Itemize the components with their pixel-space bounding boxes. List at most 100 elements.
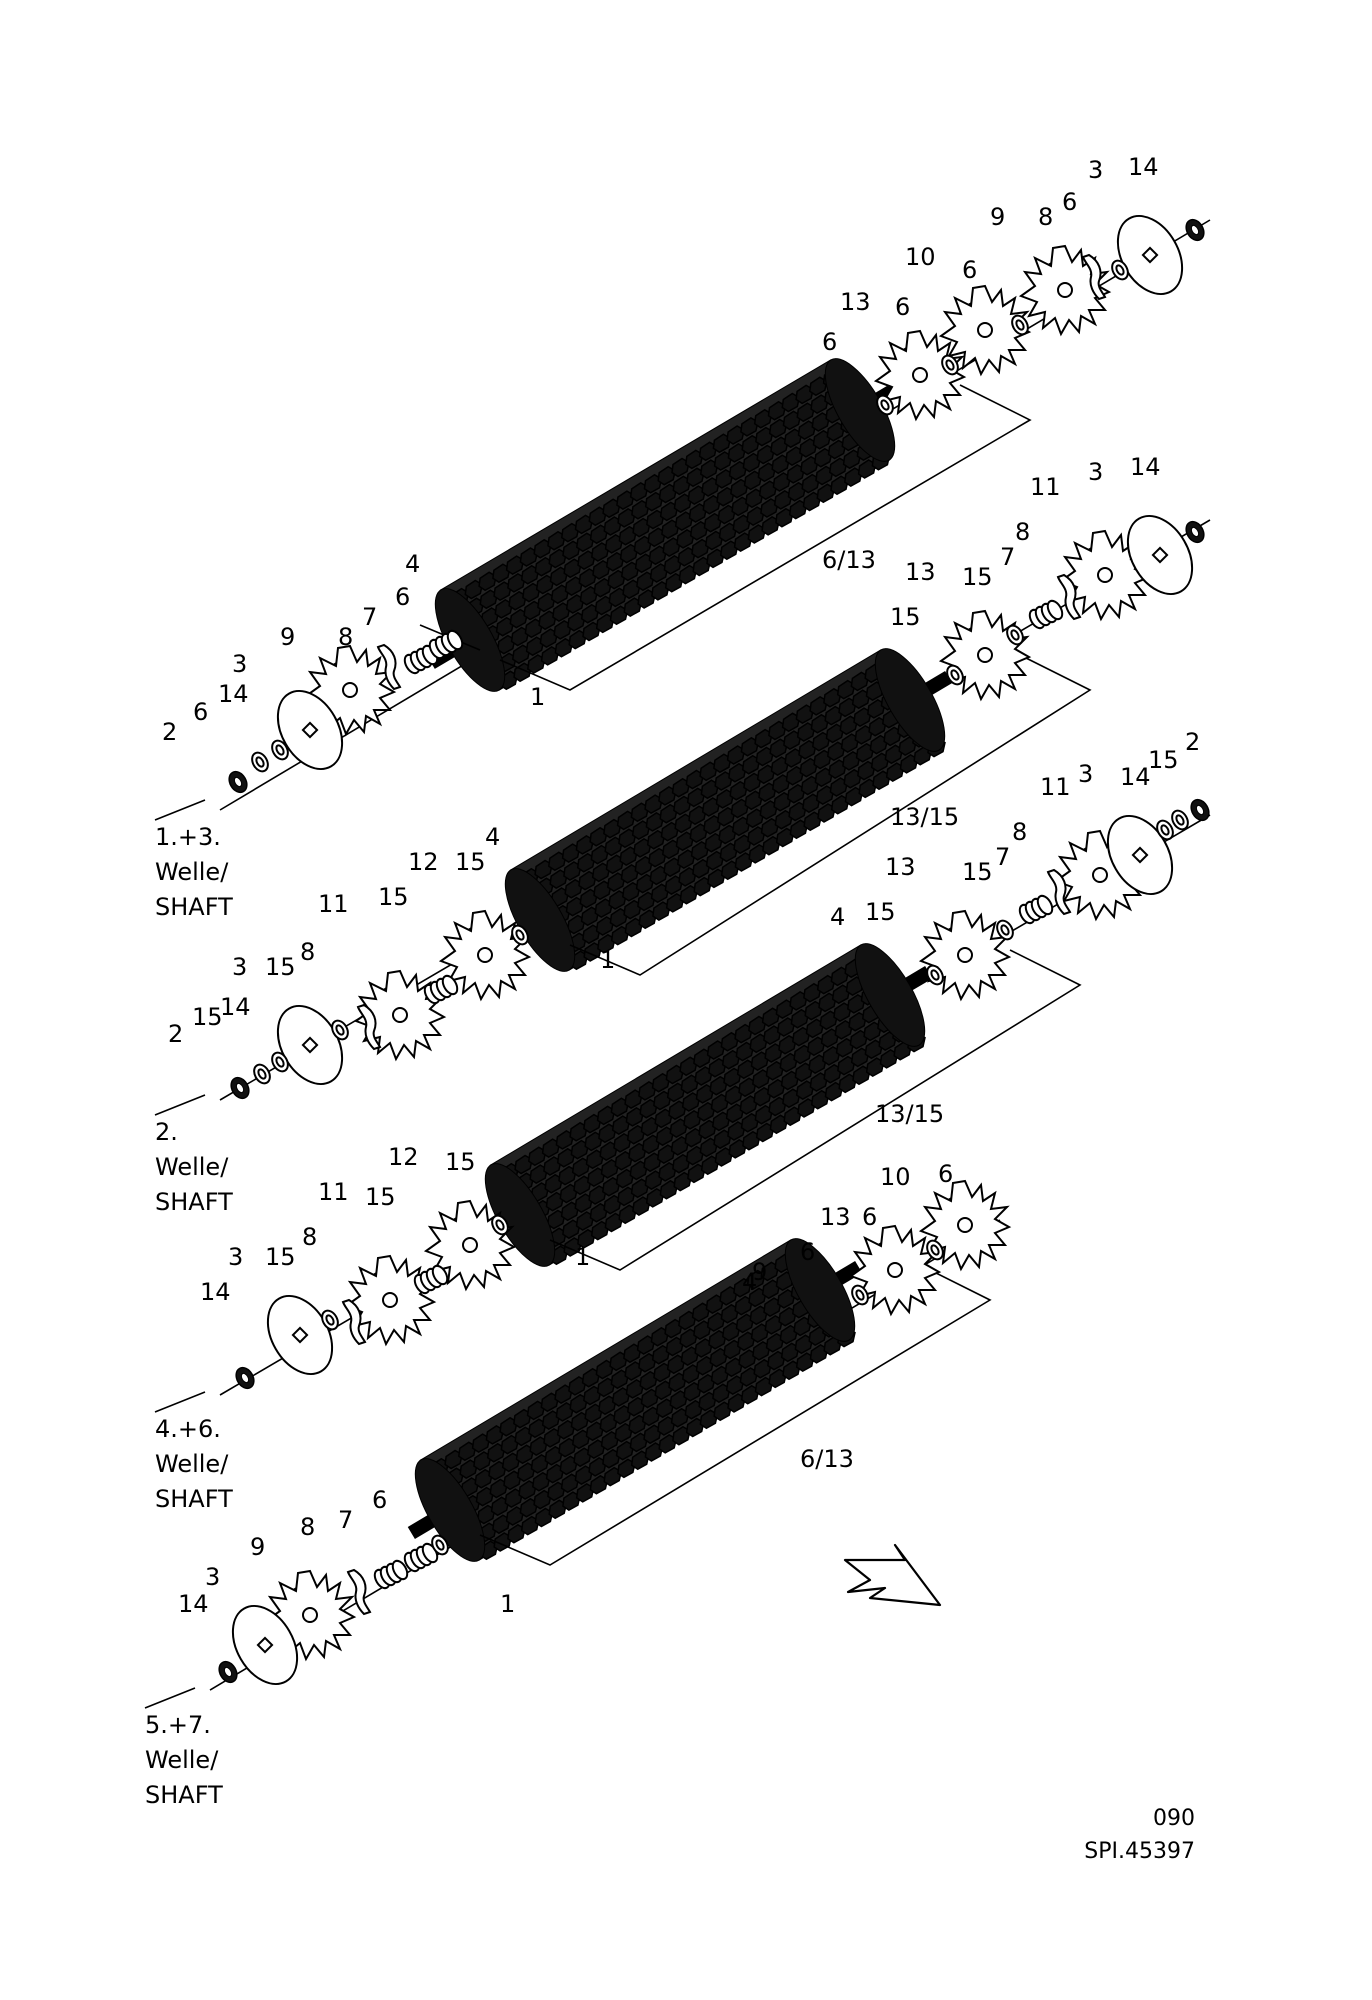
axle-label: 1 <box>575 1243 590 1271</box>
part-label: 9 <box>990 203 1005 231</box>
part-label: 8 <box>1012 818 1027 846</box>
drawing-code: 090 <box>1153 1806 1195 1831</box>
part-label: 6 <box>862 1203 877 1231</box>
part-label: 6 <box>962 256 977 284</box>
part-label: 3 <box>228 1243 243 1271</box>
shaft-caption: Welle/ <box>145 1746 219 1774</box>
part-label: 8 <box>1038 203 1053 231</box>
axle-label: 1 <box>500 1590 515 1618</box>
part-label: 6 <box>372 1486 387 1514</box>
part-label: 14 <box>1120 763 1151 791</box>
shaft-caption: 2. <box>155 1118 178 1146</box>
part-label: 13 <box>885 853 916 881</box>
part-label: 7 <box>338 1506 353 1534</box>
part-label: 15 <box>1148 746 1179 774</box>
shaft-group-4: 9 10 6 13 6 6 4 7 6 8 9 3 14 6/13 1 5.+7… <box>144 1160 1010 1809</box>
part-label: 2 <box>168 1020 183 1048</box>
part-label: 4 <box>830 903 845 931</box>
part-label: 11 <box>318 1178 349 1206</box>
bracket-label: 6/13 <box>800 1445 854 1473</box>
part-label: 15 <box>445 1148 476 1176</box>
bracket-label: 13/15 <box>875 1100 944 1128</box>
part-label: 15 <box>455 848 486 876</box>
part-label: 15 <box>378 883 409 911</box>
bracket-label: 6/13 <box>822 546 876 574</box>
shaft-caption: Welle/ <box>155 1450 229 1478</box>
part-label: 4 <box>485 823 500 851</box>
part-label: 3 <box>1088 156 1103 184</box>
part-label: 13 <box>820 1203 851 1231</box>
part-label: 9 <box>250 1533 265 1561</box>
direction-arrow-icon <box>843 1543 942 1607</box>
part-label: 10 <box>880 1163 911 1191</box>
part-label: 15 <box>865 898 896 926</box>
part-label: 9 <box>280 623 295 651</box>
part-label: 7 <box>362 603 377 631</box>
part-label: 15 <box>265 1243 296 1271</box>
part-label: 15 <box>962 563 993 591</box>
part-label: 8 <box>300 1513 315 1541</box>
part-label: 8 <box>302 1223 317 1251</box>
part-label: 14 <box>1128 153 1159 181</box>
part-label: 14 <box>218 680 249 708</box>
part-label: 15 <box>365 1183 396 1211</box>
part-label: 3 <box>232 953 247 981</box>
shaft-caption: SHAFT <box>155 1188 233 1216</box>
part-label: 14 <box>200 1278 231 1306</box>
part-label: 6 <box>800 1238 815 1266</box>
shaft-caption: 1.+3. <box>155 823 221 851</box>
shaft-caption: SHAFT <box>155 1485 233 1513</box>
part-label: 7 <box>1000 543 1015 571</box>
cylinder-2 <box>497 648 953 972</box>
part-label: 12 <box>408 848 439 876</box>
part-label: 6 <box>193 698 208 726</box>
part-label: 9 <box>752 1258 767 1286</box>
part-label: 11 <box>318 890 349 918</box>
part-label: 8 <box>338 623 353 651</box>
part-label: 15 <box>192 1003 223 1031</box>
shaft-caption: Welle/ <box>155 858 229 886</box>
part-label: 6 <box>395 583 410 611</box>
part-label: 2 <box>162 718 177 746</box>
shaft-caption: Welle/ <box>155 1153 229 1181</box>
part-label: 2 <box>1185 728 1200 756</box>
drawing-reference: SPI.45397 <box>1084 1839 1195 1864</box>
shaft-caption: SHAFT <box>155 893 233 921</box>
part-label: 3 <box>1088 458 1103 486</box>
part-label: 6 <box>895 293 910 321</box>
part-label: 6 <box>822 328 837 356</box>
bracket-label: 13/15 <box>890 803 959 831</box>
cylinder-1 <box>427 358 903 692</box>
part-label: 6 <box>938 1160 953 1188</box>
part-label: 4 <box>742 1268 757 1296</box>
part-label: 11 <box>1030 473 1061 501</box>
shaft-caption: SHAFT <box>145 1781 223 1809</box>
shaft-caption: 5.+7. <box>145 1711 211 1739</box>
part-label: 8 <box>300 938 315 966</box>
part-label: 15 <box>265 953 296 981</box>
part-label: 13 <box>905 558 936 586</box>
part-label: 7 <box>995 843 1010 871</box>
part-label: 14 <box>178 1590 209 1618</box>
part-label: 6 <box>1062 188 1077 216</box>
part-label: 13 <box>840 288 871 316</box>
shaft-group-1: 3 14 9 8 6 10 6 13 6 6 4 7 6 8 9 3 14 6 … <box>154 153 1211 921</box>
axle-label: 1 <box>530 683 545 711</box>
part-label: 11 <box>1040 773 1071 801</box>
part-label: 4 <box>405 550 420 578</box>
part-label: 3 <box>1078 760 1093 788</box>
shaft-group-2: 11 3 14 8 13 15 7 15 4 12 15 15 11 8 3 1… <box>154 453 1211 1216</box>
cylinder-4 <box>407 1238 863 1562</box>
axle-label: 1 <box>600 946 615 974</box>
part-label: 8 <box>1015 518 1030 546</box>
shaft-group-3: 11 3 14 15 2 8 13 15 7 4 15 12 15 11 15 … <box>154 728 1214 1513</box>
shaft-caption: 4.+6. <box>155 1415 221 1443</box>
part-label: 15 <box>962 858 993 886</box>
part-label: 12 <box>388 1143 419 1171</box>
part-label: 3 <box>205 1563 220 1591</box>
part-label: 10 <box>905 243 936 271</box>
part-label: 15 <box>890 603 921 631</box>
part-label: 14 <box>1130 453 1161 481</box>
part-label: 14 <box>220 993 251 1021</box>
